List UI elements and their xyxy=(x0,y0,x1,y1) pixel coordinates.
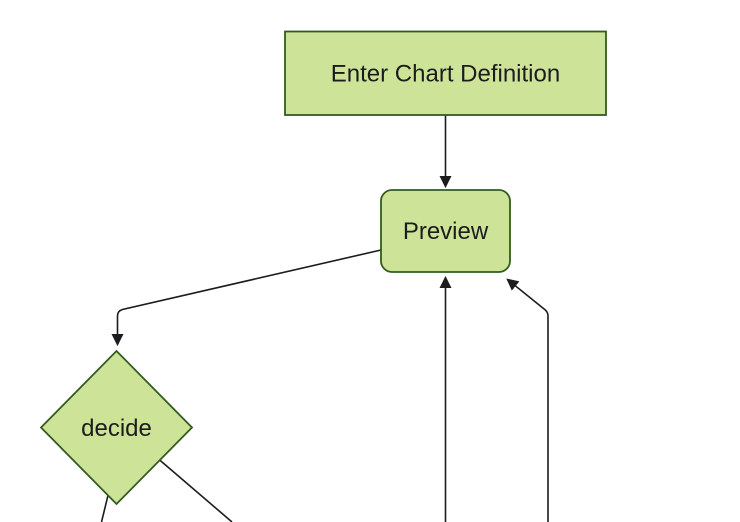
node-layer: Enter Chart Definition Preview decide xyxy=(39,30,607,506)
node-enter-chart-definition-label: Enter Chart Definition xyxy=(331,61,560,88)
edge-layer xyxy=(100,115,549,522)
edge-offscreen-bottom-right-to-preview xyxy=(506,278,549,522)
edge-decide-to-offscreen-bottom-right xyxy=(147,449,233,522)
node-preview-shape xyxy=(380,189,511,273)
edge-preview-to-decide xyxy=(111,249,382,347)
node-decide-shape xyxy=(39,349,194,506)
node-preview-label: Preview xyxy=(403,218,489,245)
node-enter-chart-definition: Enter Chart Definition xyxy=(284,30,607,116)
node-enter-chart-definition-shape xyxy=(284,30,607,116)
node-preview: Preview xyxy=(380,189,511,273)
node-decide: decide xyxy=(39,349,194,506)
node-decide-label: decide xyxy=(81,415,152,442)
